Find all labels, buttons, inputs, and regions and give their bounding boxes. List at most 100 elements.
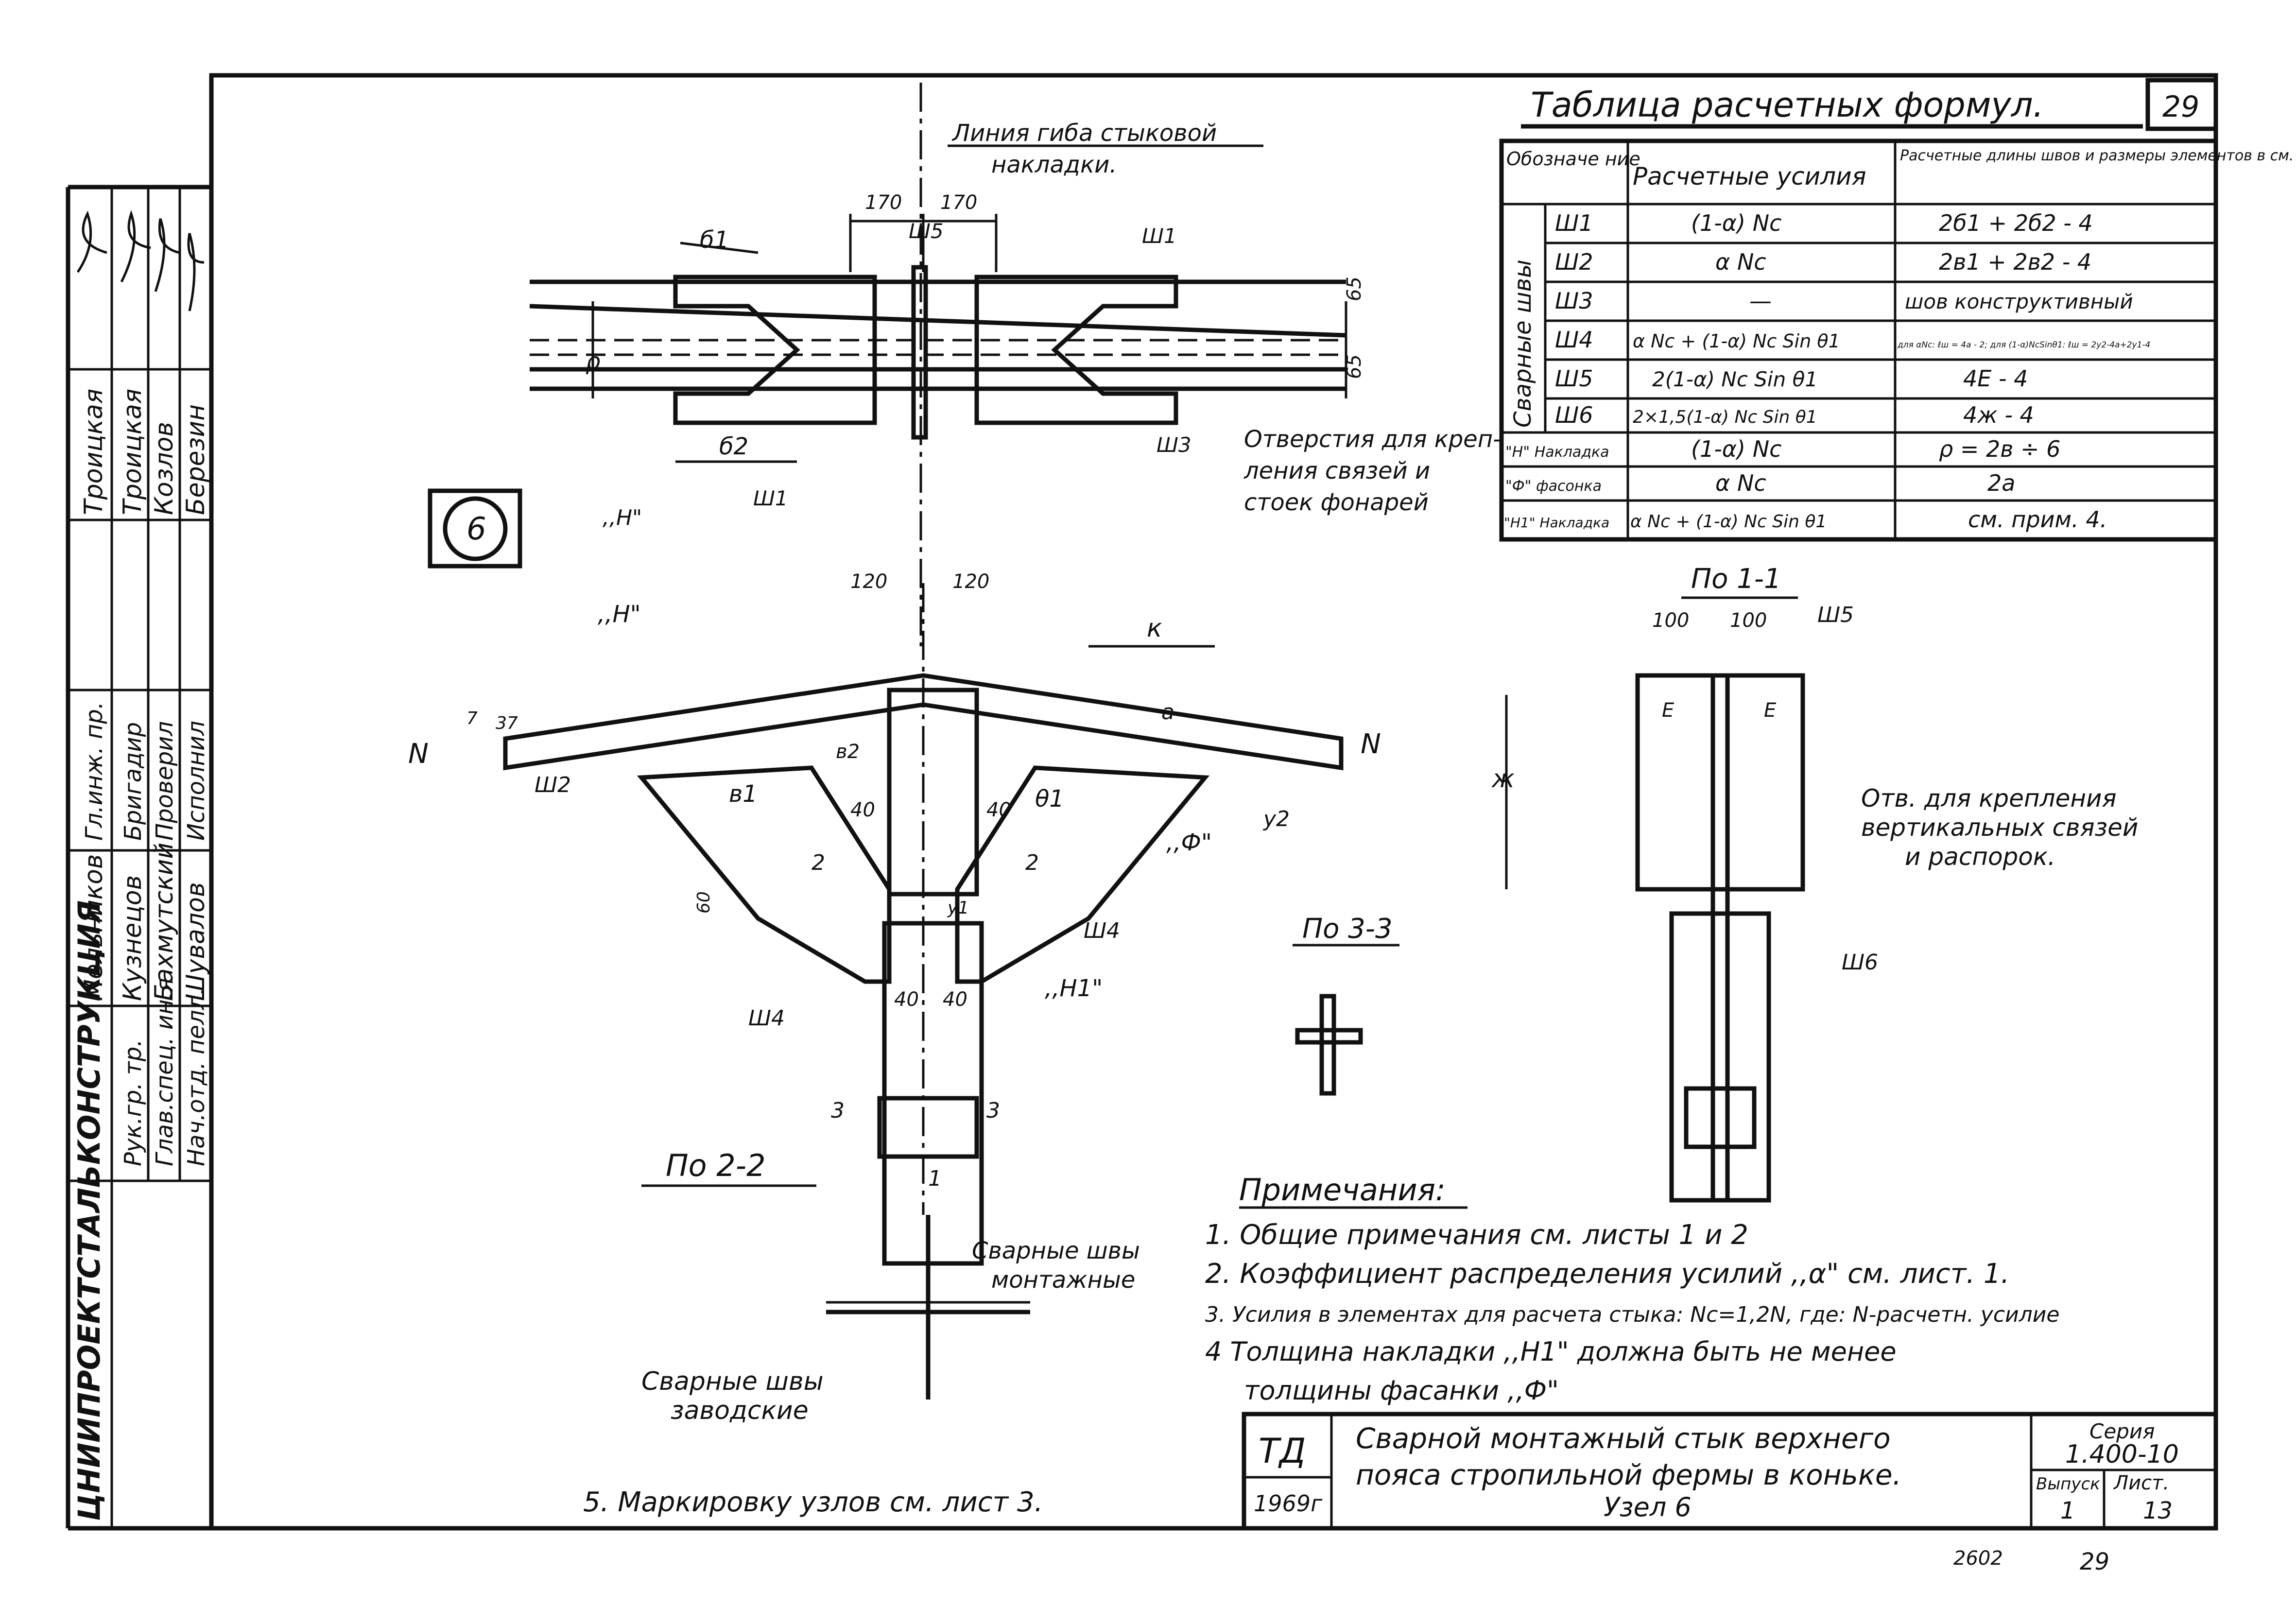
stamp-role-1: Рук.гр. тр. xyxy=(120,1039,147,1167)
tb-title-1: Сварной монтажный стык верхнего xyxy=(1356,1422,1891,1455)
table-header-mark: Обозначе ние xyxy=(1506,148,1640,170)
node-marker: 6 xyxy=(428,488,522,569)
dim-100-right: 100 xyxy=(1730,609,1767,632)
stamp-role-3: Нач.отд. пелл. xyxy=(183,987,210,1166)
row1-mark: Ш1 xyxy=(1555,210,1593,236)
cut-3-left: 3 xyxy=(831,1098,845,1123)
tb-sheet-label: Лист. xyxy=(2113,1472,2169,1494)
stamp-role-6: Проверил xyxy=(151,721,178,841)
section-2-2: По 2-2 Сварные швы монтажные Сварные швы… xyxy=(641,1148,1140,1425)
label-b1: б1 xyxy=(700,226,729,254)
label-weld-shop-2: заводские xyxy=(671,1396,809,1425)
label-b2: б2 xyxy=(719,433,748,460)
label-alpha: a xyxy=(1161,700,1174,725)
row3-mark: Ш3 xyxy=(1555,288,1593,314)
note-4-cont: толщины фасанки ,,Ф" xyxy=(1244,1375,1559,1406)
stamp-name-2: Кузнецов xyxy=(118,875,147,1001)
left-stamp: ЦНИИПРОЕКТСТАЛЬКОНСТРУКЦИЯ Рук.гр. тр. Г… xyxy=(66,185,211,1531)
row7-force: (1-α) Nc xyxy=(1691,436,1781,462)
stamp-name-7: Козлов xyxy=(150,422,179,515)
section-3-3: По 3-3 xyxy=(1293,913,1399,1096)
cut-2-left: 2 xyxy=(811,850,825,875)
label-theta: θ1 xyxy=(1035,785,1064,812)
label-section-11: По 1-1 xyxy=(1691,563,1781,595)
dim-p: ρ xyxy=(586,348,600,375)
notes-heading: Примечания: xyxy=(1239,1172,1446,1208)
dim-120-left: 120 xyxy=(850,570,887,593)
bottom-stamp: 2602 xyxy=(1953,1547,2003,1570)
label-bend-line: Линия гиба стыковой xyxy=(951,120,1217,147)
tb-title-3: Узел 6 xyxy=(1604,1492,1692,1522)
label-e-left: E xyxy=(1662,699,1675,722)
row1-force: (1-α) Nc xyxy=(1691,210,1781,236)
dim-60: 60 xyxy=(694,891,714,914)
tb-sheet-value: 13 xyxy=(2143,1497,2173,1524)
tb-year: 1969г xyxy=(1254,1490,1323,1517)
bottom-page: 29 xyxy=(2080,1548,2109,1575)
row6-mark: Ш6 xyxy=(1555,402,1593,428)
label-y1: y1 xyxy=(947,898,969,918)
row1-length: 2б1 + 2б2 - 4 xyxy=(1939,210,2093,236)
weld-sh5-top: Ш5 xyxy=(909,219,944,243)
stamp-name-5: Троицкая xyxy=(79,389,108,515)
force-n-left: N xyxy=(408,738,429,770)
row5-length: 4E - 4 xyxy=(1963,365,2028,392)
note-3: 3. Усилия в элементах для расчета стыка:… xyxy=(1205,1302,2059,1327)
tb-code: ТД xyxy=(1259,1431,1306,1471)
row9-mark: "Н1" Накладка xyxy=(1504,515,1609,531)
cut-1: 1 xyxy=(928,1166,942,1191)
stamp-role-4: Гл.инж. пр. xyxy=(81,702,108,841)
tb-issue-label: Выпуск xyxy=(2036,1474,2100,1494)
dim-40-4: 40 xyxy=(943,988,967,1011)
label-b1-elev: в1 xyxy=(729,780,758,808)
weld-sh4-left: Ш4 xyxy=(748,1006,785,1031)
tb-issue-value: 1 xyxy=(2060,1497,2075,1524)
row9-force: α Nc + (1-α) Nc Sin θ1 xyxy=(1630,512,1827,532)
stamp-name-3: Бахмутский xyxy=(150,843,179,1001)
row5-force: 2(1-α) Nc Sin θ1 xyxy=(1652,367,1818,391)
dim-65-2: 65 xyxy=(1343,354,1365,379)
stamp-name-4: Шувалов xyxy=(181,882,210,1001)
cut-3-right: 3 xyxy=(986,1098,1000,1123)
mark-h-elev: ,,Н" xyxy=(598,601,641,628)
label-holes-right-1: Отв. для крепления xyxy=(1861,784,2117,812)
section-1-1: По 1-1 ж 100 100 E E Ш5 Ш6 Отв. для креп… xyxy=(1491,563,2138,1203)
dim-37: 37 xyxy=(496,713,518,733)
notes: Примечания: 1. Общие примечания см. лист… xyxy=(583,1172,2059,1518)
signature-2 xyxy=(120,210,151,283)
label-weld-shop-1: Сварные швы xyxy=(641,1367,824,1396)
label-bend-line-2: накладки. xyxy=(991,151,1117,178)
dim-170-right: 170 xyxy=(940,191,977,214)
stamp-role-2: Глав.спец. ин.я xyxy=(151,978,178,1166)
row7-mark: "Н" Накладка xyxy=(1505,444,1609,461)
dim-170-left: 170 xyxy=(865,191,902,214)
tb-series-value: 1.400-10 xyxy=(2065,1440,2179,1469)
stamp-name-8: Березин xyxy=(181,404,210,515)
signature-1 xyxy=(76,210,107,273)
dim-100-left: 100 xyxy=(1652,609,1689,632)
row6-length: 4ж - 4 xyxy=(1963,402,2034,428)
stamp-role-7: Исполнил xyxy=(183,721,210,841)
note-4: 4 Толщина накладки ,,Н1" должна быть не … xyxy=(1205,1336,1897,1367)
tb-series-label: Серия xyxy=(2089,1419,2155,1443)
cut-2-right: 2 xyxy=(1025,850,1039,875)
row2-force: α Nc xyxy=(1715,249,1766,275)
row3-force: — xyxy=(1749,288,1772,314)
weld-sh4-right: Ш4 xyxy=(1084,918,1120,943)
label-y2: y2 xyxy=(1262,807,1290,831)
label-section-22: По 2-2 xyxy=(666,1148,766,1183)
table-group-label: Сварные швы xyxy=(1509,259,1536,428)
label-holes-right-3: и распорок. xyxy=(1905,843,2055,871)
mark-f: ,,Ф" xyxy=(1166,829,1212,856)
weld-sh2: Ш2 xyxy=(535,773,571,797)
formula-table: Таблица расчетных формул. 29 Обозначе ни… xyxy=(1499,78,2294,542)
stamp-role-5: Бригадир xyxy=(120,722,147,841)
weld-sh3-top: Ш3 xyxy=(1157,433,1191,457)
row2-mark: Ш2 xyxy=(1555,249,1593,275)
weld-sh1-top: Ш1 xyxy=(1142,224,1177,248)
dim-120-right: 120 xyxy=(952,570,989,593)
tb-title-2: пояса стропильной фермы в коньке. xyxy=(1356,1458,1901,1491)
plan-view: ρ б1 б2 170 170 65 65 Ш5 Ш1 Ш3 Ш1 ,,Н" Л… xyxy=(529,83,1501,646)
elevation-view: N N ,,Н" ,,Ф" ,,Н1" 120 120 к в1 в2 θ1 a… xyxy=(408,570,1381,1266)
